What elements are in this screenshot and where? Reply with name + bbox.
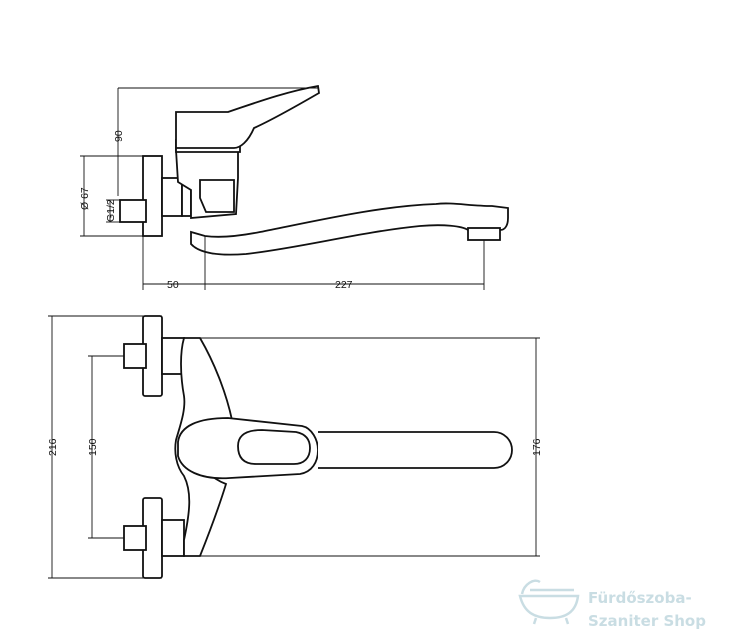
side-aerator [467, 227, 501, 241]
top-dimension-lines [48, 315, 540, 579]
dim-inlet-spacing: 150 [87, 438, 99, 456]
side-connector-nut [161, 177, 183, 217]
watermark-line1: Fürdőszoba- [588, 589, 692, 607]
side-rosette [142, 155, 163, 237]
dim-body-depth: 176 [531, 438, 543, 456]
dim-thread: G1/2 [105, 199, 117, 222]
dim-spout-reach: 227 [335, 279, 353, 291]
side-spout [190, 202, 509, 256]
side-inlet-thread [119, 199, 147, 223]
bathtub-logo-icon [518, 579, 580, 625]
side-body-window [199, 179, 235, 213]
top-nut-lower [161, 519, 185, 557]
top-view [48, 315, 540, 579]
top-spout [318, 431, 513, 469]
top-lever-window [237, 429, 311, 465]
watermark-line2: Szaniter Shop [588, 612, 706, 630]
side-view [80, 84, 509, 290]
top-inlet-upper [123, 343, 147, 369]
dim-rosette-diameter: Ø 67 [79, 187, 91, 210]
dim-wall-offset: 50 [167, 279, 179, 291]
watermark: Fürdőszoba- Szaniter Shop [518, 579, 706, 630]
side-lever-handle [175, 84, 320, 149]
dim-total-width: 216 [47, 438, 59, 456]
dim-height-handle: 90 [113, 130, 125, 142]
top-inlet-lower [123, 525, 147, 551]
side-dimension-lines [80, 87, 485, 290]
